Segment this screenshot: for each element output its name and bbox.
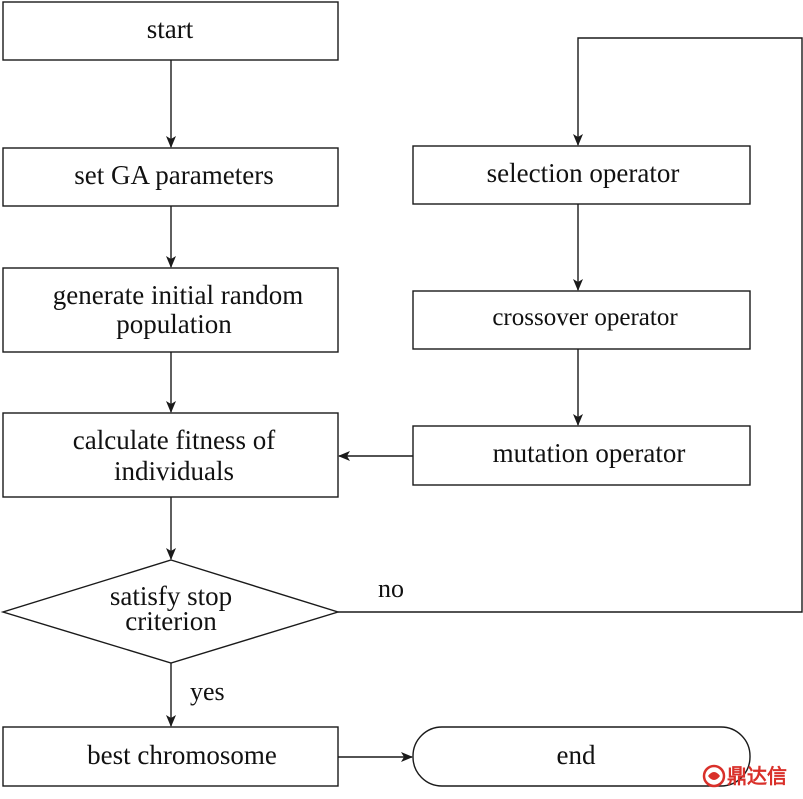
watermark-text: 鼎达信 xyxy=(727,764,787,788)
stop-criterion-label-line2: criterion xyxy=(125,606,217,636)
watermark-logo: 鼎达信 xyxy=(702,764,787,788)
no-edge-label: no xyxy=(378,574,404,603)
selection-operator-node: selection operator xyxy=(412,145,751,205)
calculate-fitness-node: calculate fitness of individuals xyxy=(2,412,339,498)
stop-criterion-label-line1: satisfy stop xyxy=(110,581,232,611)
mutation-operator-node: mutation operator xyxy=(412,425,751,486)
best-chromosome-node: best chromosome xyxy=(2,726,339,787)
generate-population-label-line2: population xyxy=(116,309,232,339)
crossover-operator-node: crossover operator xyxy=(412,290,751,350)
start-label: start xyxy=(147,14,194,44)
generate-population-label-line1: generate initial random xyxy=(53,280,303,310)
calculate-fitness-label-line1: calculate fitness of xyxy=(73,425,275,455)
stop-criterion-decision: satisfy stop criterion xyxy=(0,559,341,664)
yes-edge-label: yes xyxy=(190,677,225,706)
start-node: start xyxy=(2,1,339,61)
end-node: end xyxy=(412,726,751,787)
generate-population-node: generate initial random population xyxy=(2,267,339,353)
calculate-fitness-label-line2: individuals xyxy=(114,456,234,486)
arrow-no-loop-to-selection xyxy=(338,37,803,613)
set-parameters-label: set GA parameters xyxy=(74,160,273,190)
end-label: end xyxy=(557,740,596,770)
set-parameters-node: set GA parameters xyxy=(2,147,339,207)
best-chromosome-label: best chromosome xyxy=(87,740,277,770)
crossover-operator-label: crossover operator xyxy=(492,304,678,331)
mutation-operator-label: mutation operator xyxy=(493,438,686,468)
selection-operator-label: selection operator xyxy=(487,158,680,188)
